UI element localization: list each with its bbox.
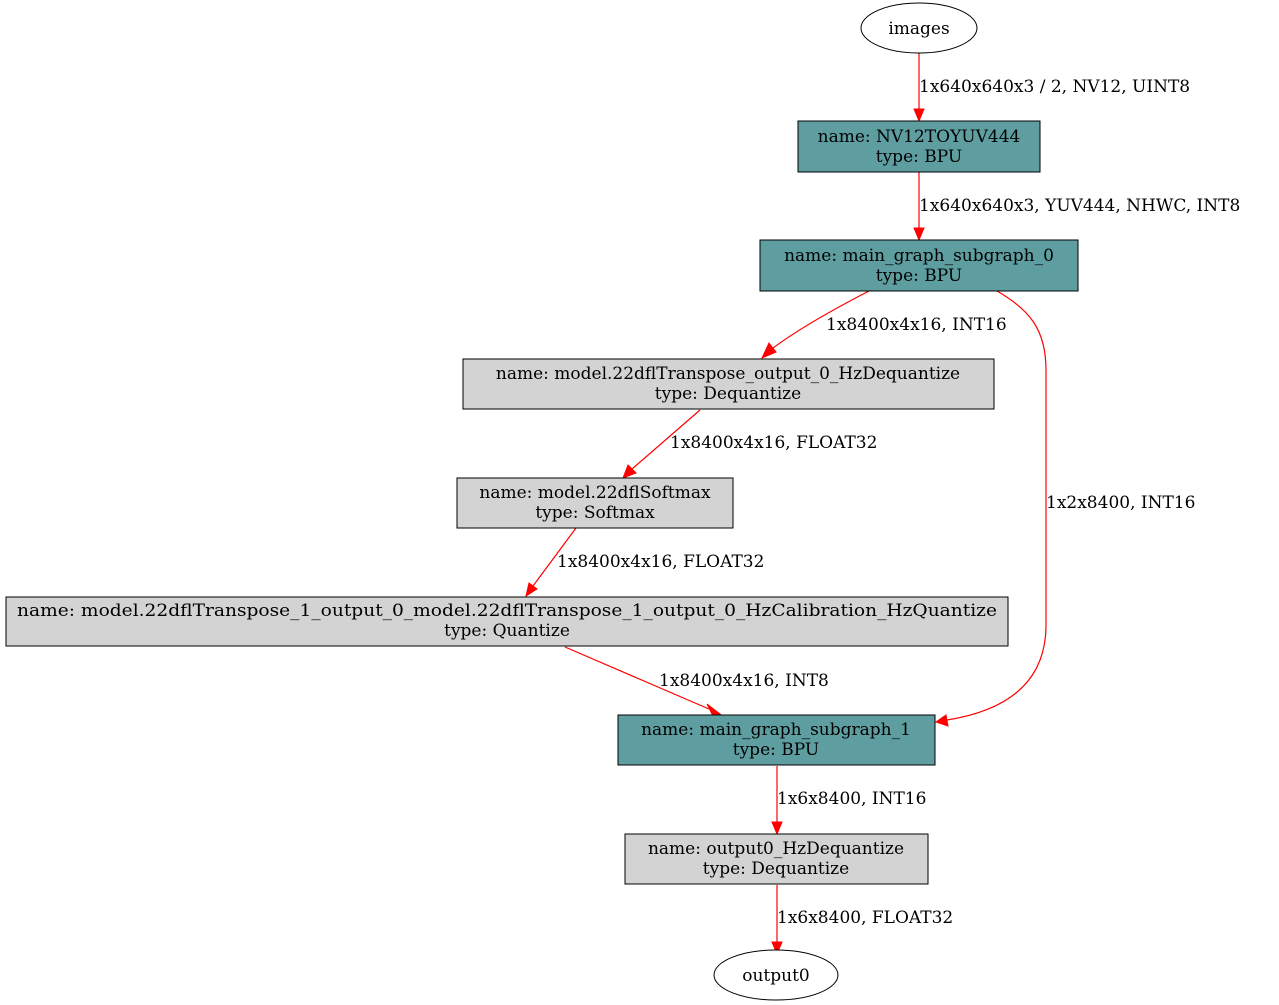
nodes: images name: NV12TOYUV444 type: BPU name… xyxy=(5,2,1079,1001)
node-name: name: main_graph_subgraph_1 xyxy=(641,720,911,740)
edge-label: 1x2x8400, INT16 xyxy=(1046,493,1195,513)
cpu-node-box xyxy=(456,477,734,529)
output-node-output0[interactable]: output0 xyxy=(713,949,839,1001)
arrow-head xyxy=(706,703,722,715)
cpu-node-box xyxy=(5,596,1009,647)
edge-label: 1x640x640x3 / 2, NV12, UINT8 xyxy=(919,77,1190,97)
edges: 1x640x640x3 / 2, NV12, UINT8 1x640x640x3… xyxy=(525,53,1240,956)
node-output-dequantize[interactable]: name: output0_HzDequantize type: Dequant… xyxy=(624,833,929,885)
edge-subgraph0-to-dequant: 1x8400x4x16, INT16 xyxy=(760,290,1007,359)
bpu-node-box xyxy=(617,714,936,766)
output-label: output0 xyxy=(742,966,810,986)
cpu-node-box xyxy=(462,358,995,410)
node-type: type: Dequantize xyxy=(703,859,849,879)
edge-label: 1x8400x4x16, INT16 xyxy=(826,315,1007,335)
input-ellipse xyxy=(860,2,978,54)
bpu-node-box xyxy=(759,239,1079,292)
node-type: type: BPU xyxy=(876,266,962,286)
node-main-graph-subgraph-1[interactable]: name: main_graph_subgraph_1 type: BPU xyxy=(617,714,936,766)
node-type: type: Softmax xyxy=(535,503,655,523)
arrow-head xyxy=(622,464,637,479)
node-name: name: main_graph_subgraph_0 xyxy=(784,246,1054,266)
edge-subgraph1-to-output-dequant: 1x6x8400, INT16 xyxy=(771,766,926,836)
edge-dequant-to-softmax: 1x8400x4x16, FLOAT32 xyxy=(622,409,877,479)
edge-quantize-to-subgraph1: 1x8400x4x16, INT8 xyxy=(564,646,829,715)
bpu-node-box xyxy=(797,120,1041,173)
node-name: name: model.22dflTranspose_output_0_HzDe… xyxy=(496,364,960,384)
node-type: type: Dequantize xyxy=(655,384,801,404)
edge-subgraph0-to-subgraph1: 1x2x8400, INT16 xyxy=(934,290,1195,727)
node-name: name: output0_HzDequantize xyxy=(648,839,904,859)
arrow-head xyxy=(760,342,777,359)
output-ellipse xyxy=(713,949,839,1001)
node-softmax[interactable]: name: model.22dflSoftmax type: Softmax xyxy=(456,477,734,529)
arrow-head xyxy=(771,941,783,956)
edge-nv12-to-subgraph0: 1x640x640x3, YUV444, NHWC, INT8 xyxy=(913,172,1240,242)
node-type: type: Quantize xyxy=(444,621,570,641)
arrow-head xyxy=(525,582,538,598)
node-name: name: model.22dflTranspose_1_output_0_mo… xyxy=(17,601,997,621)
cpu-node-box xyxy=(624,833,929,885)
node-type: type: BPU xyxy=(876,147,962,167)
edge-label: 1x6x8400, FLOAT32 xyxy=(777,908,953,928)
input-label: images xyxy=(888,19,949,39)
input-node-images[interactable]: images xyxy=(860,2,978,54)
edge-label: 1x8400x4x16, FLOAT32 xyxy=(557,552,764,572)
node-nv12toyuv444[interactable]: name: NV12TOYUV444 type: BPU xyxy=(797,120,1041,173)
edge-label: 1x6x8400, INT16 xyxy=(777,789,926,809)
arrow-head xyxy=(934,714,949,727)
edge-softmax-to-quantize: 1x8400x4x16, FLOAT32 xyxy=(525,527,764,598)
node-quantize[interactable]: name: model.22dflTranspose_1_output_0_mo… xyxy=(5,596,1009,647)
edge-label: 1x8400x4x16, INT8 xyxy=(659,671,829,691)
edge-label: 1x8400x4x16, FLOAT32 xyxy=(670,433,877,453)
arrow-head xyxy=(771,821,783,836)
arrow-head xyxy=(913,108,925,123)
edge-label: 1x640x640x3, YUV444, NHWC, INT8 xyxy=(919,196,1240,216)
node-main-graph-subgraph-0[interactable]: name: main_graph_subgraph_0 type: BPU xyxy=(759,239,1079,292)
arrow-head xyxy=(913,227,925,242)
edge-output-dequant-to-output0: 1x6x8400, FLOAT32 xyxy=(771,885,953,956)
node-type: type: BPU xyxy=(733,740,819,760)
node-transpose-dequantize[interactable]: name: model.22dflTranspose_output_0_HzDe… xyxy=(462,358,995,410)
edge-images-to-nv12: 1x640x640x3 / 2, NV12, UINT8 xyxy=(913,53,1190,123)
node-name: name: NV12TOYUV444 xyxy=(818,127,1021,147)
node-name: name: model.22dflSoftmax xyxy=(479,483,711,503)
